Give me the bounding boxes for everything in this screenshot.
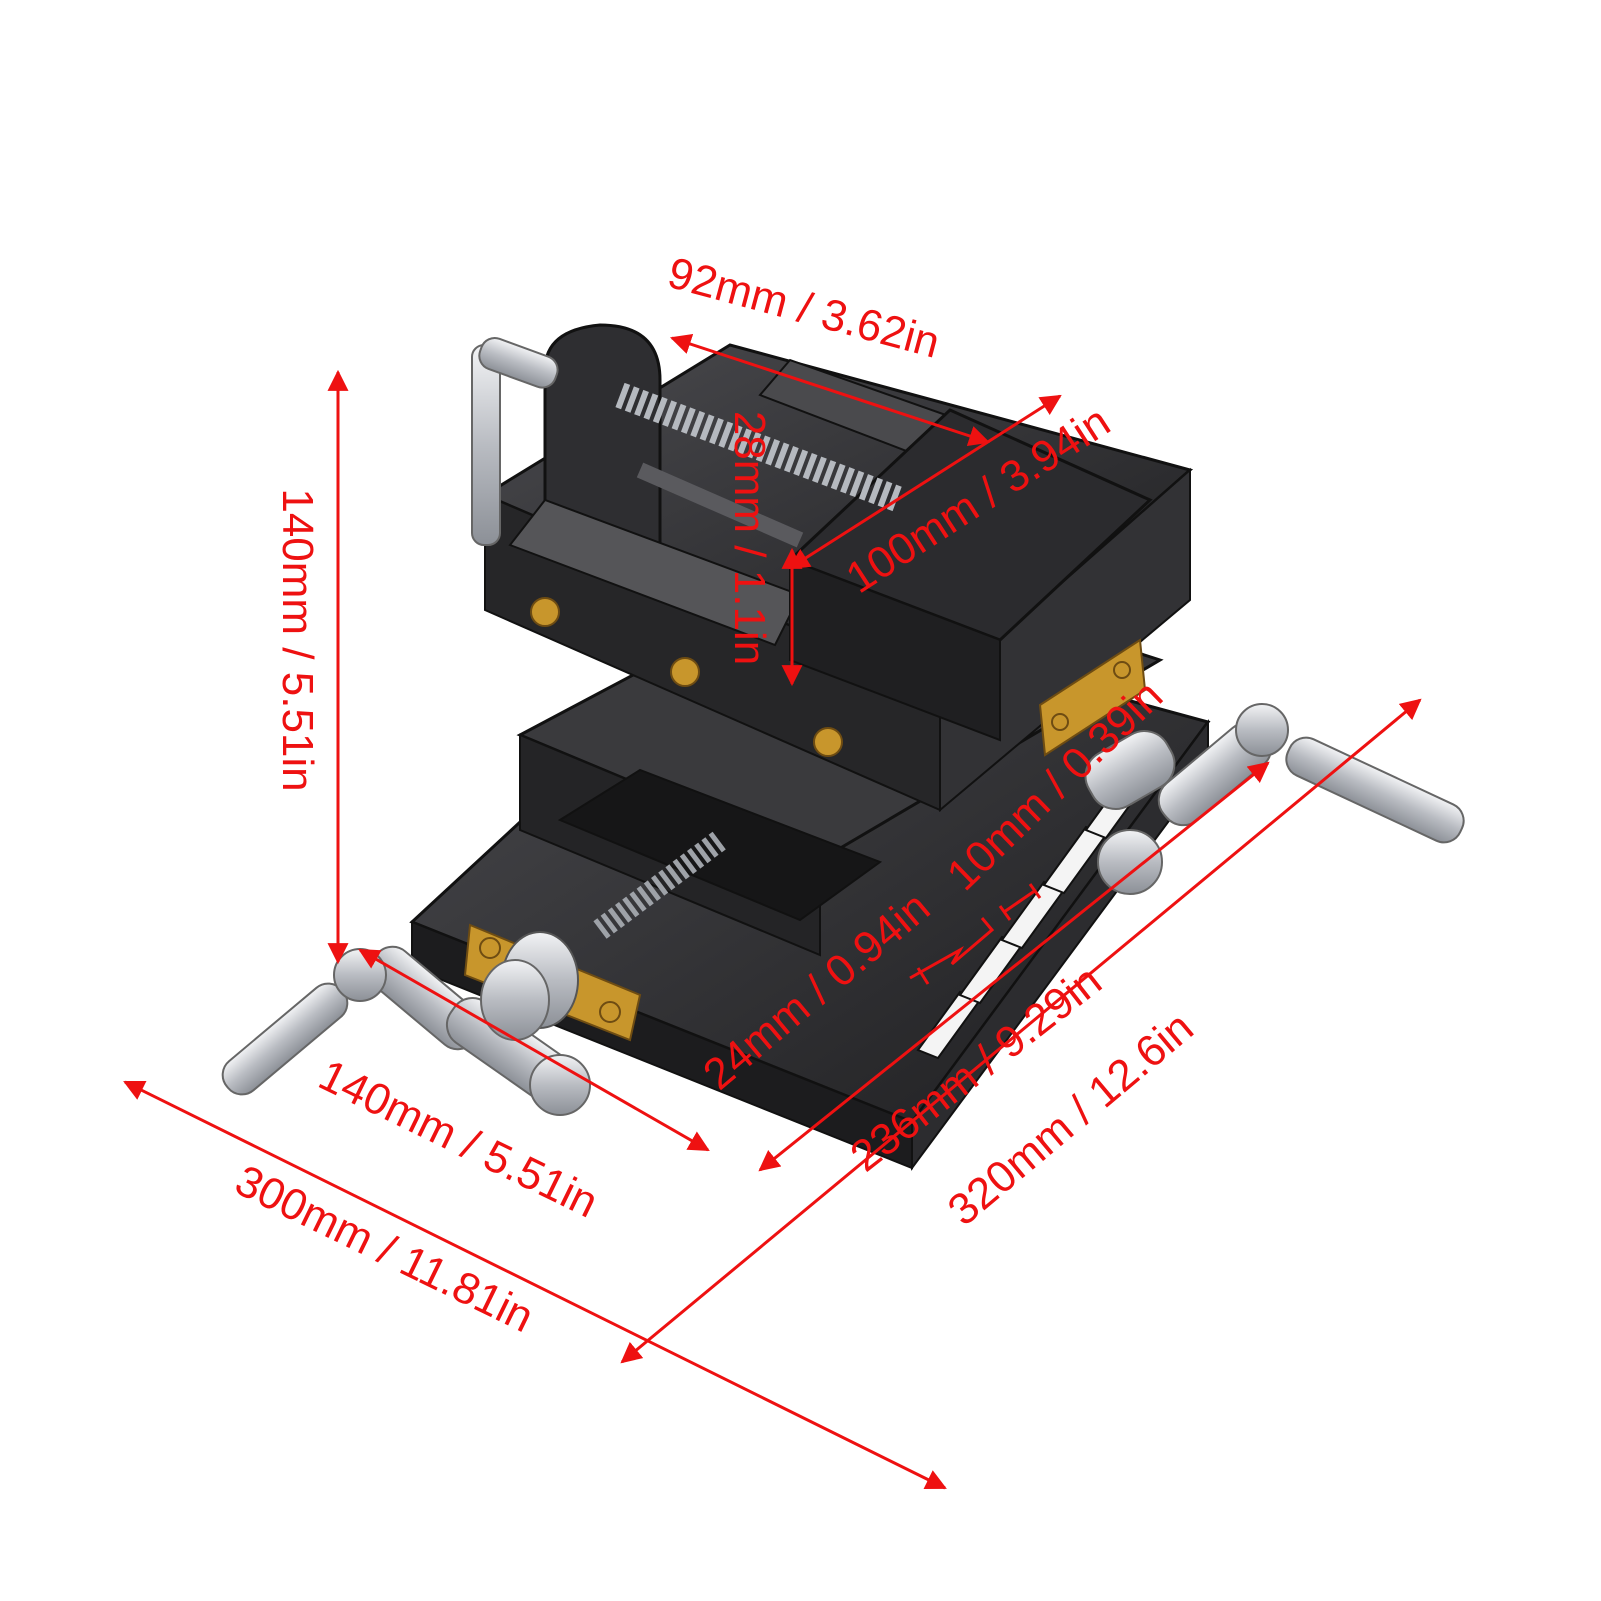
dim-line-jaw-opening bbox=[788, 394, 1062, 570]
upper-crank-handle bbox=[471, 337, 559, 546]
dim-line-max-length bbox=[620, 698, 1422, 1364]
upper-guide-rod bbox=[636, 462, 804, 548]
dim-bracket-slot-pitch bbox=[909, 917, 995, 985]
dim-bracket-slot-width bbox=[998, 883, 1042, 921]
label-jaw-depth: 28mm / 1.1in bbox=[725, 411, 774, 665]
vise-fixed-jaw bbox=[543, 323, 662, 563]
label-total-length: 300mm / 11.81in bbox=[228, 1156, 541, 1342]
label-total-height: 140mm / 5.51in bbox=[273, 488, 322, 791]
dimension-lines bbox=[123, 333, 1422, 1490]
cross-slide-vise-illustration bbox=[221, 323, 1465, 1172]
dim-line-total-length bbox=[123, 1080, 947, 1490]
